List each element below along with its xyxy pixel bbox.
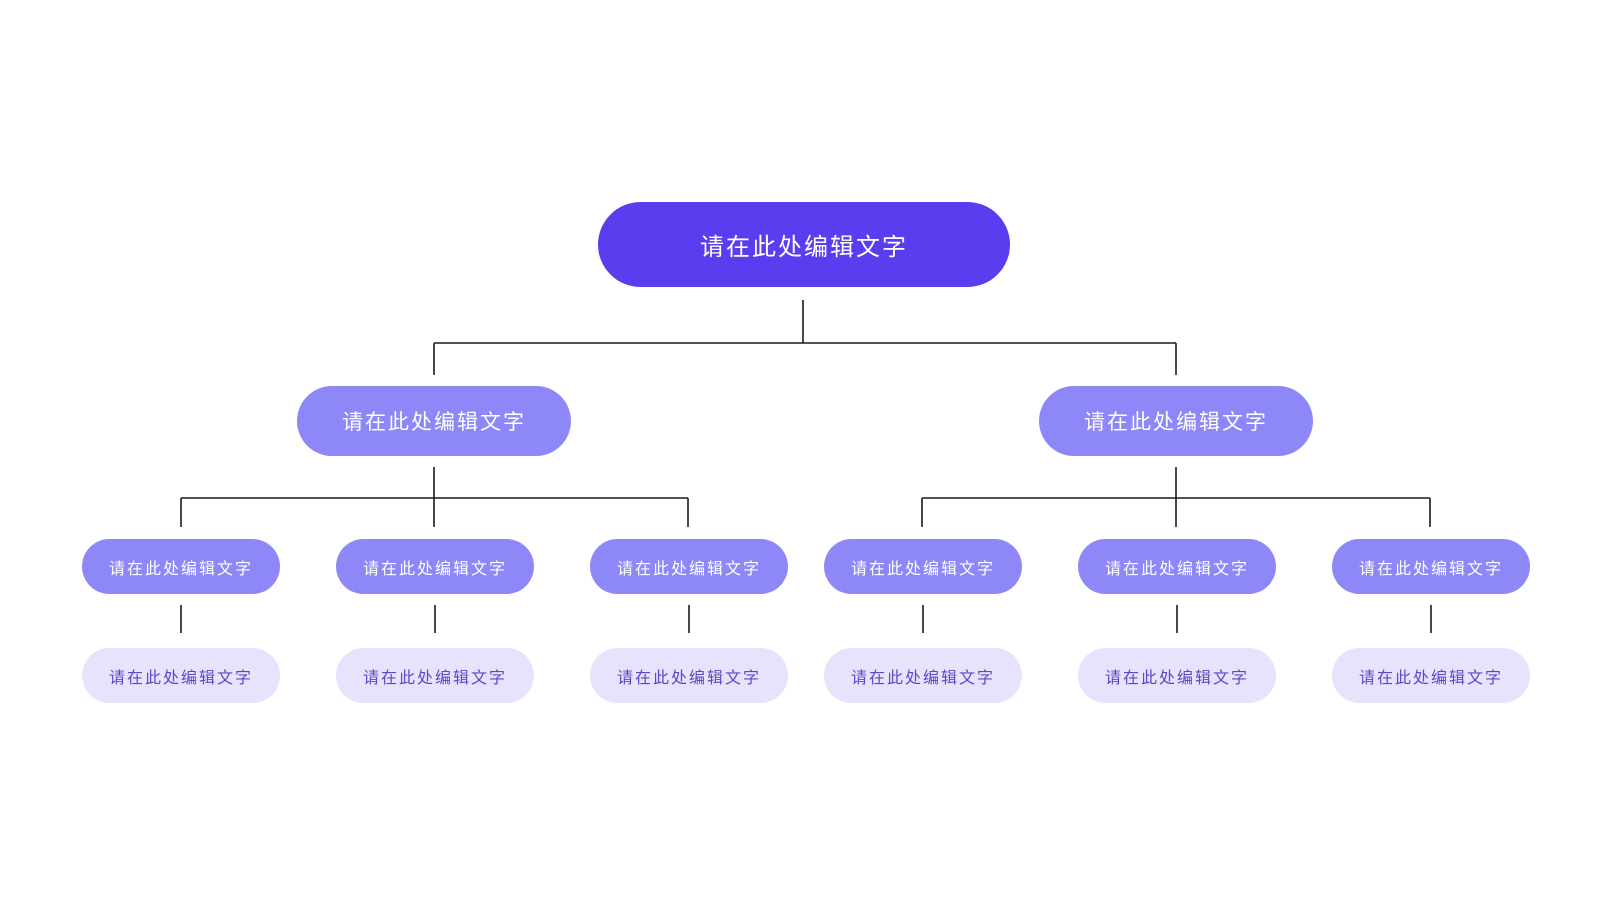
subnode-1[interactable]: 请在此处编辑文字 (82, 539, 280, 594)
branch-node-left[interactable]: 请在此处编辑文字 (297, 386, 571, 456)
subnode-5[interactable]: 请在此处编辑文字 (1078, 539, 1276, 594)
leaf-node-6[interactable]: 请在此处编辑文字 (1332, 648, 1530, 703)
subnode-2[interactable]: 请在此处编辑文字 (336, 539, 534, 594)
branch-node-right[interactable]: 请在此处编辑文字 (1039, 386, 1313, 456)
leaf-node-1[interactable]: 请在此处编辑文字 (82, 648, 280, 703)
subnode-6[interactable]: 请在此处编辑文字 (1332, 539, 1530, 594)
leaf-node-2[interactable]: 请在此处编辑文字 (336, 648, 534, 703)
leaf-node-4[interactable]: 请在此处编辑文字 (824, 648, 1022, 703)
subnode-4[interactable]: 请在此处编辑文字 (824, 539, 1022, 594)
root-node[interactable]: 请在此处编辑文字 (598, 202, 1010, 287)
leaf-node-3[interactable]: 请在此处编辑文字 (590, 648, 788, 703)
subnode-3[interactable]: 请在此处编辑文字 (590, 539, 788, 594)
leaf-node-5[interactable]: 请在此处编辑文字 (1078, 648, 1276, 703)
